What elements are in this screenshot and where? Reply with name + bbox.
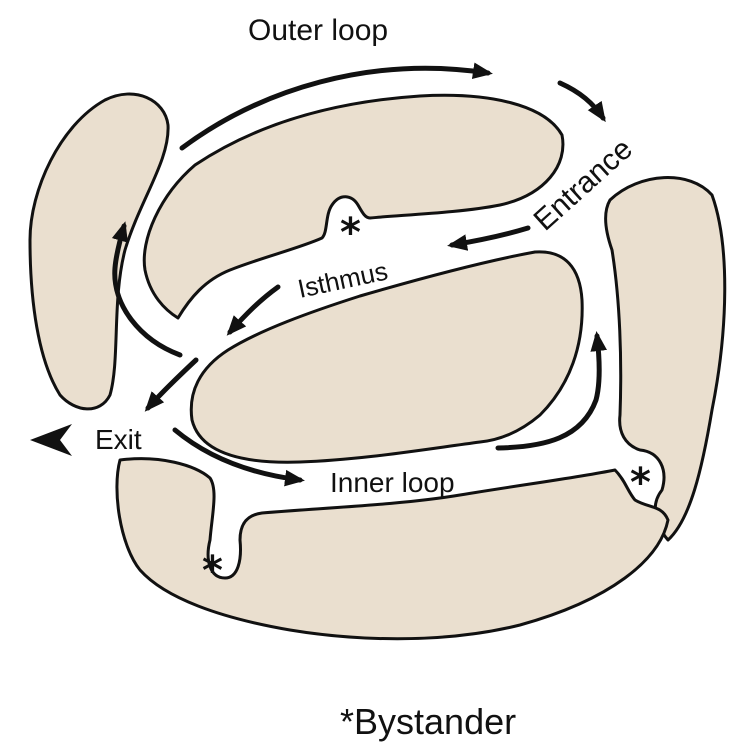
exit-label: Exit: [95, 424, 142, 455]
isthmus-arrow-lower: [148, 360, 196, 408]
bystander-marker-right: *: [630, 460, 651, 506]
isthmus-arrow-upper: [230, 287, 278, 332]
bystander-marker-lower: *: [202, 548, 223, 594]
inner-loop-label: Inner loop: [330, 467, 455, 498]
bystander-marker-upper: *: [340, 210, 361, 256]
bystander-legend: *Bystander: [340, 701, 516, 742]
outer-loop-continuation-arrow: [560, 83, 603, 118]
outer-loop-label: Outer loop: [248, 14, 388, 47]
exit-arrowhead: [30, 424, 72, 456]
entrance-arrow: [452, 228, 528, 245]
